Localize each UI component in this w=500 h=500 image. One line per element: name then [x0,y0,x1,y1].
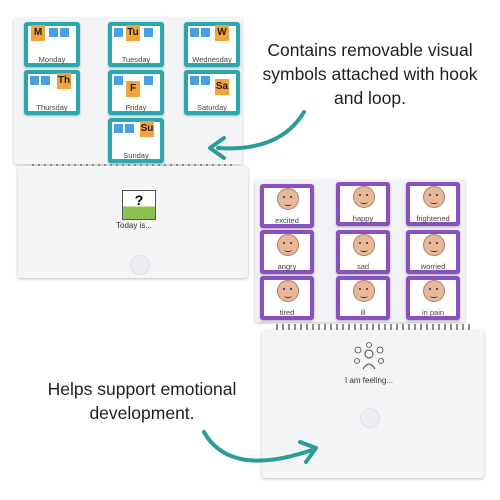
day-tile [144,76,153,85]
face-icon [353,280,375,302]
day-letter-tile: W [215,25,229,41]
day-tile [114,28,123,37]
day-card-saturday[interactable]: Sa Saturday [184,70,240,115]
day-tile [201,76,210,85]
day-tile [30,76,39,85]
feeling-label: I am feeling... [345,376,394,385]
face-icon [277,280,299,302]
caption-removable-symbols: Contains removable visual symbols attach… [262,40,478,108]
spiral-binding [276,324,472,332]
hook-loop-dot [130,255,150,275]
caption-emotional-development: Helps support emotional development. [47,379,237,423]
hook-loop-dot [360,408,380,428]
day-tile [114,124,123,133]
face-icon [423,280,445,302]
question-mark: ? [134,192,144,208]
day-letter-tile: M [31,25,45,41]
face-icon [277,188,299,210]
face-icon [353,234,375,256]
day-card-label: Monday [38,55,66,64]
day-card-friday[interactable]: F Friday [108,70,164,115]
day-letter-tile: Sa [215,79,229,95]
emotion-card-excited[interactable]: excited [260,184,314,228]
emotion-card-angry[interactable]: angry [260,230,314,274]
emotion-card-frightened[interactable]: frightened [406,182,460,226]
day-card-label: Sunday [123,151,149,160]
day-card-label: Wednesday [192,55,232,64]
day-card-label: Saturday [196,103,228,112]
day-card-thursday[interactable]: Th Thursday [24,70,80,115]
day-card-label: Thursday [36,103,68,112]
day-tile [125,124,134,133]
day-letter-tile: Tu [126,25,140,41]
emotion-card-in-pain[interactable]: in pain [406,276,460,320]
day-tile [190,28,199,37]
emotion-card-label: worried [420,262,446,271]
day-tile [49,28,58,37]
day-card-sunday[interactable]: Su Sunday [108,118,164,163]
day-tile [144,28,153,37]
emotion-card-label: ill [360,308,366,317]
day-tile [60,28,69,37]
emotion-card-worried[interactable]: worried [406,230,460,274]
day-card-monday[interactable]: M Monday [24,22,80,67]
day-tile [201,28,210,37]
emotion-card-label: frightened [416,214,450,223]
day-card-wednesday[interactable]: W Wednesday [184,22,240,67]
emotion-card-sad[interactable]: sad [336,230,390,274]
emotion-card-label: angry [277,262,297,271]
feelings-cluster-icon [354,342,384,370]
face-icon [423,186,445,208]
emotion-card-tired[interactable]: tired [260,276,314,320]
emotion-card-label: in pain [421,308,445,317]
emotion-card-label: happy [352,214,374,223]
face-icon [423,234,445,256]
day-letter-tile: F [126,81,140,97]
curved-arrow-icon [202,430,318,464]
face-icon [277,234,299,256]
day-card-tuesday[interactable]: Tu Tuesday [108,22,164,67]
emotion-card-happy[interactable]: happy [336,182,390,226]
day-tile [114,76,123,85]
curved-arrow-icon [208,110,306,160]
today-label: Today is... [116,221,153,230]
emotion-card-ill[interactable]: ill [336,276,390,320]
today-question-symbol: ? [122,190,156,220]
day-tile [190,76,199,85]
day-card-label: Friday [125,103,147,112]
emotion-card-label: sad [356,262,370,271]
day-letter-tile: Su [140,121,154,137]
day-tile [41,76,50,85]
day-letter-tile: Th [57,73,71,89]
face-icon [353,186,375,208]
emotion-card-label: tired [279,308,295,317]
emotion-card-label: excited [275,216,299,225]
day-card-label: Tuesday [121,55,151,64]
